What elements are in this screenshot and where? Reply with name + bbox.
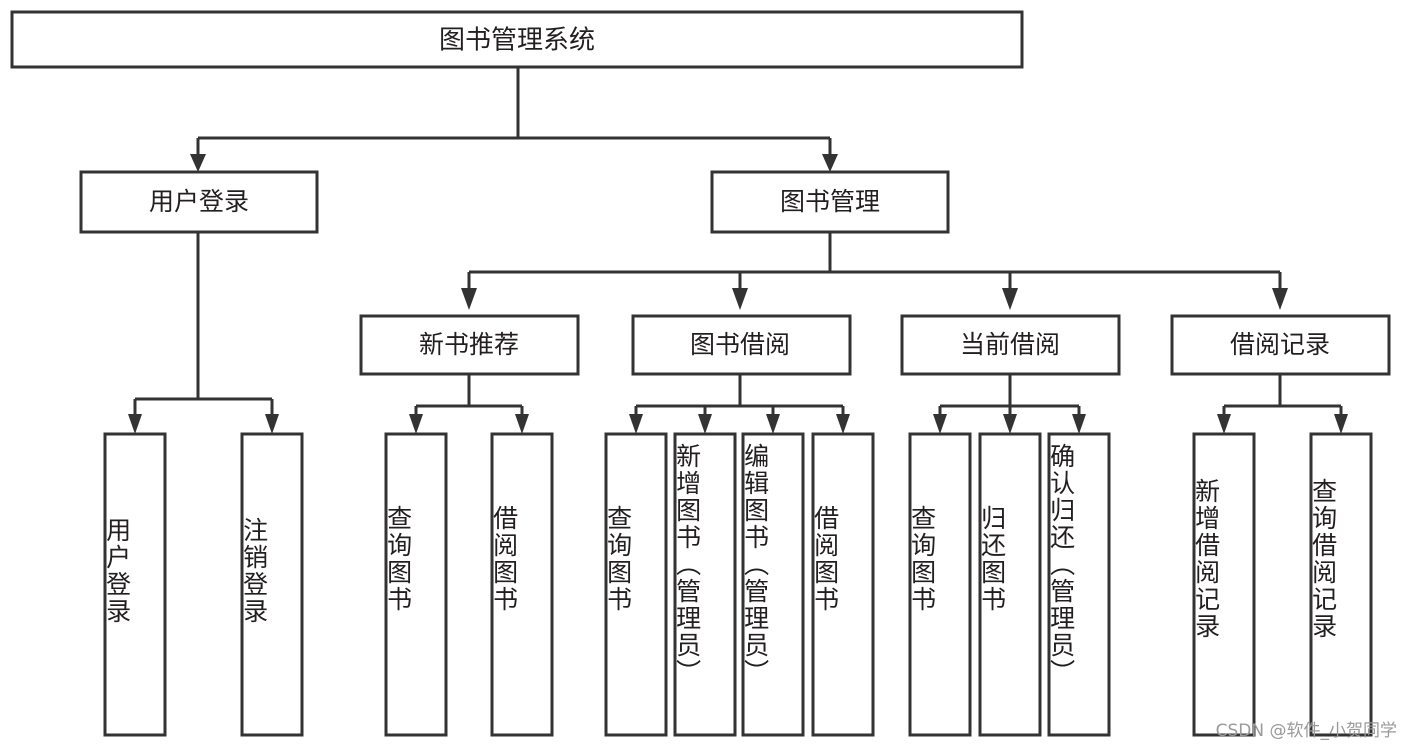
leaf-current-borrow-0-box <box>908 432 972 737</box>
leaf-book-borrow-2-box <box>741 432 805 737</box>
node-book-management-label: 图书管理 <box>780 187 880 216</box>
node-book-management-box <box>710 170 950 234</box>
leaf-current-borrow-1[interactable]: 归还图书 <box>978 432 1042 737</box>
arrowhead-book-borrow <box>732 288 748 310</box>
leaf-current-borrow-1-label: 归还图书 <box>978 505 1007 613</box>
leaf-new-book-0[interactable]: 查询图书 <box>384 432 448 737</box>
arrowhead-book-borrow-leaf-1 <box>698 414 712 434</box>
leaf-new-book-1-box <box>490 432 554 737</box>
arrowhead-current-borrow-leaf-1 <box>1003 414 1017 434</box>
arrowhead-current-borrow-leaf-2 <box>1072 414 1086 434</box>
leaf-borrow-records-1-label: 查询借阅记录 <box>1309 478 1338 640</box>
node-borrow-records-box <box>1170 314 1391 376</box>
arrowhead-current-borrow <box>1002 288 1018 310</box>
arrowhead-user-login <box>190 154 206 172</box>
leaf-book-borrow-1[interactable]: 新增图书（管理员） <box>673 432 737 737</box>
leaf-book-borrow-0-box <box>604 432 668 737</box>
arrowhead-book-borrow-leaf-3 <box>836 414 850 434</box>
node-book-borrow-box <box>631 314 852 376</box>
connectors <box>128 67 1348 434</box>
leaf-book-borrow-3-box <box>811 432 875 737</box>
node-user-login-label: 用户登录 <box>149 187 249 216</box>
leaf-user-login-0[interactable]: 用户登录 <box>103 432 167 737</box>
leaf-borrow-records-0[interactable]: 新增借阅记录 <box>1192 432 1256 737</box>
node-root-label: 图书管理系统 <box>439 26 595 56</box>
leaf-current-borrow-2-label: 确认归还（管理员） <box>1047 443 1076 686</box>
leaf-new-book-0-box <box>384 432 448 737</box>
node-book-management[interactable]: 图书管理 <box>710 170 950 234</box>
leaf-book-borrow-2[interactable]: 编辑图书（管理员） <box>741 432 805 737</box>
leaf-user-login-1-box <box>240 432 304 737</box>
node-borrow-records[interactable]: 借阅记录 <box>1170 314 1391 376</box>
leaf-user-login-1-label: 注销登录 <box>240 517 269 625</box>
leaf-user-login-0-box <box>103 432 167 737</box>
node-new-book-recommend[interactable]: 新书推荐 <box>359 314 580 376</box>
node-current-borrow[interactable]: 当前借阅 <box>900 314 1121 376</box>
leaf-book-borrow-3[interactable]: 借阅图书 <box>811 432 875 737</box>
node-current-borrow-label: 当前借阅 <box>960 330 1060 359</box>
leaf-borrow-records-1[interactable]: 查询借阅记录 <box>1309 432 1373 737</box>
node-new-book-recommend-box <box>359 314 580 376</box>
leaf-new-book-1[interactable]: 借阅图书 <box>490 432 554 737</box>
arrowhead-new-book-leaf-1 <box>515 414 529 434</box>
arrowhead-current-borrow-leaf-0 <box>933 414 947 434</box>
leaf-user-login-1[interactable]: 注销登录 <box>240 432 304 737</box>
arrowhead-new-book-leaf-0 <box>409 414 423 434</box>
node-current-borrow-box <box>900 314 1121 376</box>
node-root-box <box>10 10 1024 69</box>
arrowhead-user-login-leaf-0 <box>128 414 142 434</box>
leaf-book-borrow-1-label: 新增图书（管理员） <box>673 443 702 686</box>
arrowhead-user-login-leaf-1 <box>265 414 279 434</box>
arrowhead-borrow-records-leaf-1 <box>1334 414 1348 434</box>
arrowhead-book-borrow-leaf-2 <box>766 414 780 434</box>
leaf-new-book-1-label: 借阅图书 <box>490 505 519 613</box>
leaf-user-login-0-label: 用户登录 <box>103 517 132 625</box>
arrowhead-borrow-records <box>1272 288 1288 310</box>
leaf-borrow-records-0-label: 新增借阅记录 <box>1192 478 1221 640</box>
leaf-book-borrow-1-box <box>673 432 737 737</box>
leaf-current-borrow-0-label: 查询图书 <box>908 505 937 613</box>
node-root-system[interactable]: 图书管理系统 <box>10 10 1024 69</box>
arrowhead-borrow-records-leaf-0 <box>1217 414 1231 434</box>
leaf-borrow-records-0-box <box>1192 432 1256 737</box>
leaf-borrow-records-1-box <box>1309 432 1373 737</box>
node-borrow-records-label: 借阅记录 <box>1230 330 1330 359</box>
leaf-current-borrow-0[interactable]: 查询图书 <box>908 432 972 737</box>
node-book-borrow[interactable]: 图书借阅 <box>631 314 852 376</box>
leaf-book-borrow-2-label: 编辑图书（管理员） <box>741 443 770 686</box>
arrowhead-new-book <box>461 288 477 310</box>
leaf-current-borrow-2-box <box>1047 432 1111 737</box>
leaf-current-borrow-1-box <box>978 432 1042 737</box>
leaf-new-book-0-label: 查询图书 <box>384 505 413 613</box>
node-book-borrow-label: 图书借阅 <box>690 330 790 359</box>
leaf-book-borrow-0[interactable]: 查询图书 <box>604 432 668 737</box>
arrowhead-book-mgmt <box>822 154 838 172</box>
leaf-book-borrow-3-label: 借阅图书 <box>811 505 840 613</box>
leaf-book-borrow-0-label: 查询图书 <box>604 505 633 613</box>
node-user-login-box <box>79 170 319 234</box>
leaf-current-borrow-2[interactable]: 确认归还（管理员） <box>1047 432 1111 737</box>
arrowhead-book-borrow-leaf-0 <box>629 414 643 434</box>
node-user-login[interactable]: 用户登录 <box>79 170 319 234</box>
node-new-book-recommend-label: 新书推荐 <box>419 330 519 359</box>
